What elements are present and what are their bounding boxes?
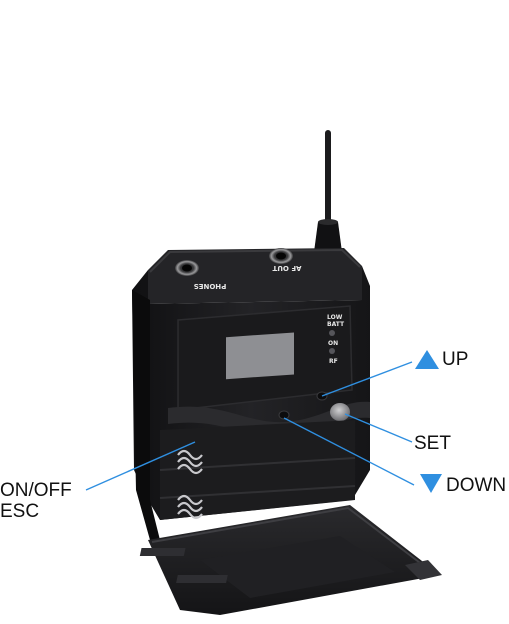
lcd-display bbox=[226, 332, 294, 380]
on-led-label: ON bbox=[328, 340, 338, 347]
antenna bbox=[314, 130, 342, 252]
battery-lid[interactable] bbox=[139, 505, 442, 615]
triangle-up-icon bbox=[415, 350, 439, 369]
onoff-callout-line bbox=[85, 441, 196, 491]
set-button[interactable] bbox=[330, 403, 350, 421]
spring-top-icon bbox=[177, 449, 203, 475]
onoff-label-line2: ESC bbox=[0, 501, 40, 522]
up-callout-line bbox=[321, 361, 413, 397]
set-callout-line bbox=[344, 413, 413, 443]
rf-led-label: RF bbox=[329, 358, 338, 365]
down-button[interactable] bbox=[278, 410, 290, 420]
triangle-down-icon bbox=[420, 474, 442, 493]
belt-clip bbox=[132, 290, 160, 540]
callout-lines bbox=[85, 361, 415, 491]
set-label: SET bbox=[414, 433, 451, 454]
low-batt-label-line1: LOW bbox=[327, 314, 343, 321]
phones-jack-label: PHONES bbox=[194, 282, 227, 290]
down-label: DOWN bbox=[446, 475, 507, 496]
top-panel bbox=[148, 248, 362, 304]
led-panel: LOW BATT ON RF bbox=[327, 314, 345, 365]
down-callout-line bbox=[283, 417, 415, 486]
rf-led bbox=[329, 348, 335, 354]
low-batt-led bbox=[329, 330, 335, 336]
battery-compartment bbox=[159, 420, 356, 520]
phones-jack bbox=[175, 260, 199, 276]
onoff-label-line1: ON/OFF bbox=[0, 480, 72, 501]
af-out-jack-label: AF OUT bbox=[272, 264, 301, 272]
spring-bottom-icon bbox=[177, 494, 203, 520]
low-batt-label-line2: BATT bbox=[327, 321, 345, 328]
up-label: UP bbox=[442, 349, 469, 370]
af-out-jack bbox=[269, 248, 293, 264]
